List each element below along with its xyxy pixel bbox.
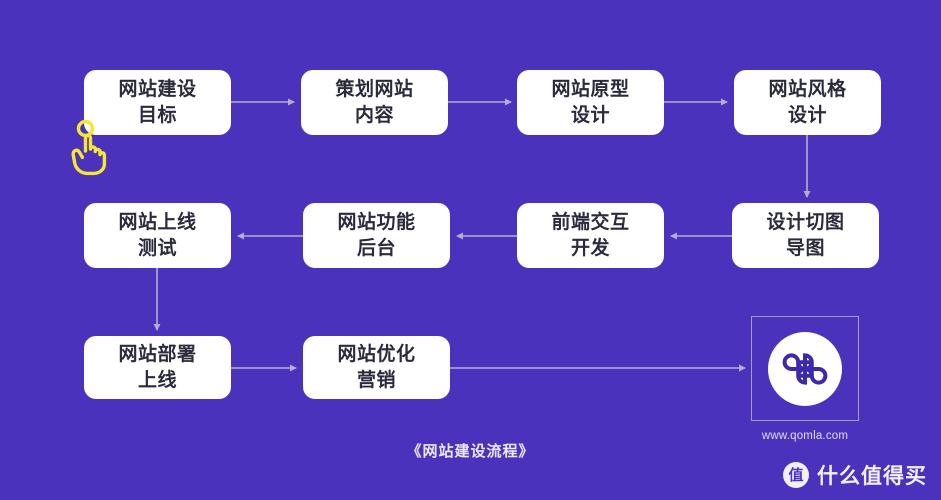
logo-frame	[751, 316, 859, 421]
node-label: 网站建设 目标	[118, 78, 197, 126]
node-launch-testing[interactable]: 网站上线 测试	[84, 203, 231, 268]
node-design-slicing[interactable]: 设计切图 导图	[732, 203, 879, 268]
watermark-badge: 值	[783, 462, 809, 488]
tap-hand-cursor-icon	[71, 119, 107, 176]
watermark: 值 什么值得买	[783, 460, 927, 490]
watermark-text: 什么值得买	[817, 465, 927, 488]
node-frontend-development[interactable]: 前端交互 开发	[517, 203, 664, 268]
qomla-logo-icon	[768, 331, 842, 406]
node-plan-content[interactable]: 策划网站 内容	[301, 70, 448, 135]
node-label: 网站优化 营销	[337, 343, 416, 391]
node-style-design[interactable]: 网站风格 设计	[734, 70, 881, 135]
node-deployment[interactable]: 网站部署 上线	[84, 336, 231, 399]
logo-url-label: www.qomla.com	[761, 430, 849, 442]
node-label: 前端交互 开发	[551, 211, 630, 259]
node-website-goal[interactable]: 网站建设 目标	[84, 70, 231, 135]
node-label: 网站部署 上线	[118, 343, 197, 391]
node-label: 网站原型 设计	[551, 78, 630, 126]
node-prototype-design[interactable]: 网站原型 设计	[517, 70, 664, 135]
node-label: 网站风格 设计	[768, 78, 847, 126]
node-optimization-marketing[interactable]: 网站优化 营销	[303, 336, 450, 399]
node-label: 设计切图 导图	[766, 211, 845, 259]
node-label: 网站上线 测试	[118, 211, 197, 259]
node-label: 网站功能 后台	[337, 211, 416, 259]
node-label: 策划网站 内容	[335, 78, 414, 126]
node-backend-function[interactable]: 网站功能 后台	[303, 203, 450, 268]
diagram-caption: 《网站建设流程》	[406, 443, 535, 460]
